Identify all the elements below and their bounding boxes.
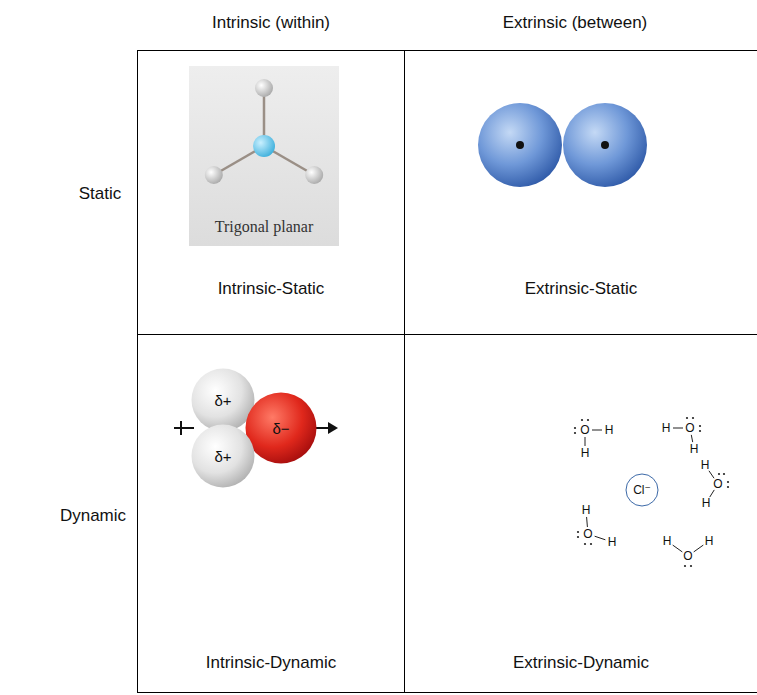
- lone-pair-dot: [574, 432, 576, 434]
- lone-pair-dot: [577, 531, 579, 533]
- lone-pair-dot: [718, 473, 720, 475]
- arrow-head: [328, 422, 338, 434]
- cell-caption: Intrinsic-Dynamic: [138, 653, 404, 673]
- partial-charge: δ−: [272, 421, 289, 436]
- lone-pair-dot: [727, 481, 729, 483]
- dipole-plus: [180, 421, 182, 435]
- bond-line: [709, 471, 714, 478]
- oxygen-atom: O: [683, 550, 692, 562]
- bond-line: [673, 545, 683, 552]
- lone-pair-dot: [684, 565, 686, 567]
- table-cell: Extrinsic-Static: [405, 50, 757, 335]
- dipole-tail: [174, 427, 194, 429]
- partial-charge: δ+: [214, 449, 231, 464]
- ion-circle: [626, 474, 658, 506]
- lone-pair-dot: [692, 417, 694, 419]
- lone-pair-dot: [587, 419, 589, 421]
- table-cell: Trigonal planarIntrinsic-Static: [137, 50, 405, 335]
- lone-pair-dot: [727, 486, 729, 488]
- atom-sphere: [478, 103, 562, 187]
- hydrogen-atom: H: [581, 447, 590, 459]
- bond-line: [710, 490, 715, 497]
- bond-line: [595, 536, 606, 540]
- bond-line: [673, 428, 683, 429]
- hydrogen-atom: H: [702, 497, 711, 509]
- hydrogen-atom: H: [705, 535, 714, 547]
- table-cell: δ+ δ− δ+ Intrinsic-Dynamic: [137, 335, 405, 693]
- atom-sphere: [563, 103, 647, 187]
- lone-pair-dot: [699, 425, 701, 427]
- atom-sphere: [246, 393, 317, 464]
- cell-caption: Intrinsic-Static: [138, 279, 404, 299]
- outer-atom: [255, 79, 273, 97]
- hydrogen-atom: H: [662, 422, 671, 434]
- hydrogen-sphere: δ+: [191, 424, 255, 488]
- water-molecules: [574, 417, 729, 567]
- bond-line: [586, 517, 588, 527]
- oxygen-sphere: δ−: [245, 392, 317, 464]
- atom-sphere: [192, 425, 255, 488]
- oxygen-atom: O: [685, 422, 694, 434]
- lone-pair-dot: [584, 543, 586, 545]
- central-atom: [253, 135, 275, 157]
- hydrogen-atom: H: [690, 443, 699, 455]
- oxygen-atom: O: [583, 528, 592, 540]
- nucleus-dot: [601, 141, 609, 149]
- atom-sphere: [192, 369, 255, 432]
- lone-pair-dot: [581, 419, 583, 421]
- row-header: Dynamic: [60, 507, 126, 524]
- lone-pair-dot: [686, 417, 688, 419]
- column-header: Intrinsic (within): [212, 14, 330, 31]
- bond-line: [694, 545, 704, 552]
- cell-caption: Extrinsic-Static: [405, 279, 757, 299]
- lone-pair-dot: [590, 543, 592, 545]
- lone-pair-dot: [574, 427, 576, 429]
- atom-pair: [478, 103, 647, 187]
- oxygen-atom: O: [580, 424, 589, 436]
- hydrogen-atom: H: [582, 504, 591, 516]
- oxygen-atom: O: [713, 478, 722, 490]
- shape-caption: Trigonal planar: [189, 218, 339, 236]
- hydrogen-atom: H: [605, 424, 614, 436]
- column-header: Extrinsic (between): [503, 14, 648, 31]
- row-header: Static: [79, 185, 122, 202]
- hydrogen-atom: H: [701, 459, 710, 471]
- bond-line: [592, 430, 602, 431]
- bond-line: [585, 437, 586, 446]
- cell-caption: Extrinsic-Dynamic: [405, 653, 757, 673]
- partial-charge: δ+: [214, 393, 231, 408]
- table-cell: Cl⁻ Extrinsic-Dynamic: [405, 335, 757, 693]
- hydrogen-atom: H: [608, 536, 617, 548]
- lone-pair-dot: [699, 430, 701, 432]
- chloride-ion: Cl⁻: [625, 473, 659, 507]
- outer-atom: [205, 166, 223, 184]
- nucleus-dot: [516, 141, 524, 149]
- bond-line: [691, 435, 692, 442]
- outer-atom: [305, 166, 323, 184]
- hydrogen-atom: H: [663, 535, 672, 547]
- hydrogen-sphere: δ+: [191, 368, 255, 432]
- lone-pair-dot: [723, 473, 725, 475]
- lone-pair-dot: [690, 565, 692, 567]
- lone-pair-dot: [577, 536, 579, 538]
- ion-label: Cl⁻: [633, 484, 651, 496]
- panel-ground: [189, 66, 339, 246]
- molecule-panel: Trigonal planar: [189, 66, 339, 246]
